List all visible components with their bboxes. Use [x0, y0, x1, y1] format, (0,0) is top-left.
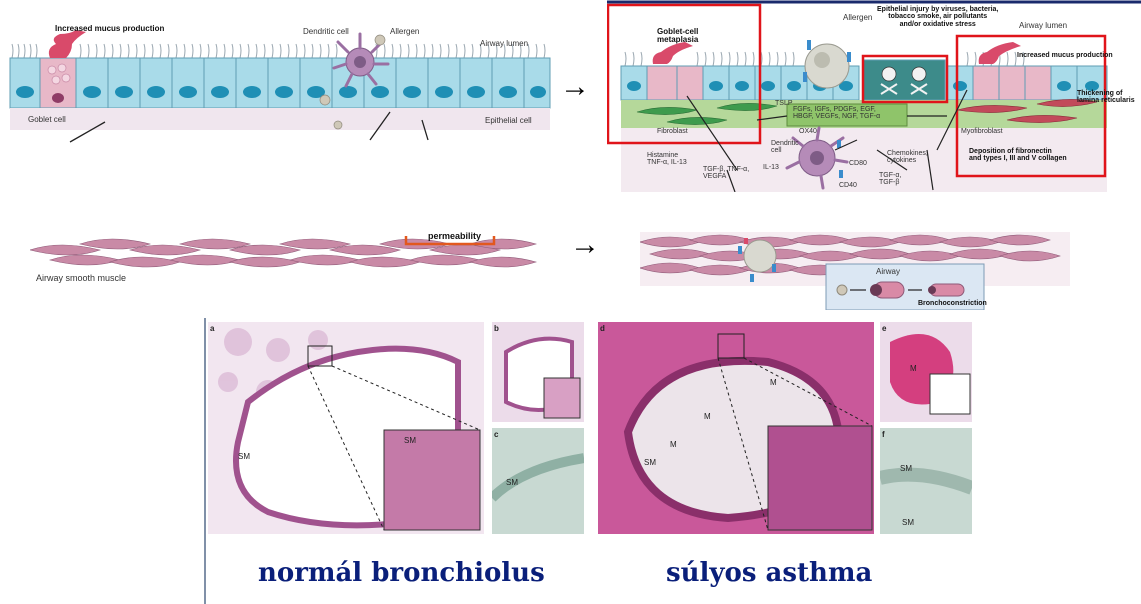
cd40-label: CD40 [839, 182, 857, 189]
tslp-label: TSLP [775, 100, 793, 107]
panel-a-sm-label: SM [238, 452, 250, 461]
tgf-alpha-beta-label: TGF-α, TGF-β [879, 172, 902, 187]
histology-panel-c-image [492, 428, 584, 534]
transition-arrow-middle: → [570, 228, 600, 261]
il13-label: IL-13 [763, 164, 779, 171]
cd80-label: CD80 [849, 160, 867, 167]
histamine-label: Histamine TNF-α, IL-13 [647, 152, 687, 167]
ox40-label: OX40 [799, 128, 817, 135]
histology-panel-f-image [880, 428, 972, 534]
panel-d-m-label-1: M [770, 378, 777, 387]
panel-a-letter: a [210, 324, 215, 333]
histology-panel-b: b [492, 322, 584, 422]
caption-normal-bronchiolus: normál bronchiolus [258, 558, 545, 588]
panel-f-sm-label-2: SM [902, 518, 914, 527]
asthma-epithelium-illustration [606, 0, 1141, 193]
transition-arrow-top: → [560, 70, 590, 103]
panel-d-m-label-3: M [670, 440, 677, 449]
asthma-smooth-muscle-diagram: Airway Bronchoconstriction [639, 228, 1070, 311]
chemokines-label: Chemokines, cytokines [887, 150, 928, 165]
histology-panel-d: d M M M SM [598, 322, 874, 534]
airway-lumen-label: Airway lumen [480, 39, 529, 48]
deposition-label: Deposition of fibronectin and types I, I… [969, 148, 1067, 163]
bronchoconstriction-label: Bronchoconstriction [918, 300, 987, 307]
histology-panel-b-image [492, 322, 584, 422]
panel-d-m-label-2: M [704, 412, 711, 421]
left-divider-line [204, 318, 206, 604]
dendritic-cell-label: Dendritic cell [303, 27, 349, 36]
epithelial-injury-label: Epithelial injury by viruses, bacteria, … [877, 6, 999, 28]
airway-smooth-muscle-label: Airway smooth muscle [36, 273, 127, 283]
epithelial-cell-label: Epithelial cell [485, 116, 532, 125]
histology-panel-e-image [880, 322, 972, 422]
panel-b-letter: b [494, 324, 499, 333]
panel-c-letter: c [494, 430, 499, 439]
panel-e-m-label: M [910, 364, 917, 373]
panel-f-letter: f [882, 430, 885, 439]
panel-d-sm-label: SM [644, 458, 656, 467]
normal-epithelium-illustration [9, 30, 551, 143]
asthma-epithelium-diagram: Goblet-cell metaplasia Allergen Epitheli… [606, 0, 1141, 193]
histology-panel-e: e M [880, 322, 972, 422]
normal-smooth-muscle-illustration [28, 236, 538, 268]
panel-f-sm-label-1: SM [900, 464, 912, 473]
goblet-metaplasia-label: Goblet-cell metaplasia [657, 27, 699, 45]
normal-smooth-muscle-diagram: permeability Airway smooth muscle [28, 228, 540, 290]
fibroblast-label: Fibroblast [657, 128, 688, 135]
permeability-label: permeability [428, 231, 482, 241]
normal-epithelium-diagram: Increased mucus production Dendritic cel… [0, 0, 560, 150]
growth-factors-label: FGFs, IGFs, PDGFs, EGF, HBGF, VEGFs, NGF… [793, 106, 881, 121]
dendritic-cell-label-2: Dendritic cell [771, 140, 799, 155]
caption-severe-asthma: súlyos asthma [666, 558, 873, 588]
increased-mucus-label-2: Increased mucus production [1017, 52, 1113, 59]
allergen-label-2: Allergen [843, 13, 873, 22]
histology-panel-a-image [208, 322, 484, 534]
histology-panel-d-image [598, 322, 874, 534]
allergen-label: Allergen [390, 27, 420, 36]
panel-c-sm-label: SM [506, 478, 518, 487]
airway-label: Airway [876, 267, 901, 276]
asthma-smooth-muscle-illustration [639, 232, 1070, 311]
goblet-cell-label: Goblet cell [28, 115, 66, 124]
increased-mucus-label: Increased mucus production [55, 24, 165, 33]
airway-lumen-label-2: Airway lumen [1019, 21, 1068, 30]
panel-e-letter: e [882, 324, 887, 333]
panel-a-inset-sm-label: SM [404, 436, 416, 445]
histology-panel-f: f SM SM [880, 428, 972, 534]
histology-panel-a: a SM SM [208, 322, 484, 534]
thickening-label: Thickening of lamina reticularis [1077, 90, 1135, 105]
myofibroblast-label: Myofibroblast [961, 128, 1003, 135]
panel-d-letter: d [600, 324, 605, 333]
histology-panel-c: c SM [492, 428, 584, 534]
tgf-tnf-vegfa-label: TGF-β, TNF-α, VEGFA [703, 166, 750, 181]
